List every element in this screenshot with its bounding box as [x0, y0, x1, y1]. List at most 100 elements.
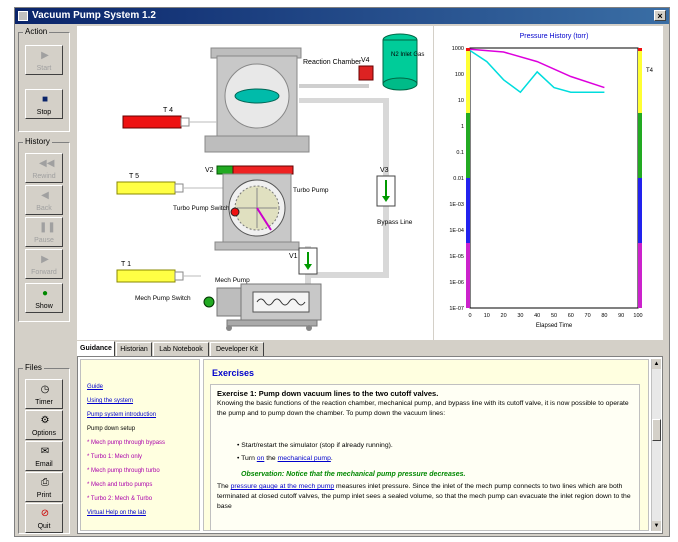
scroll-up-icon[interactable]: ▲: [652, 359, 661, 369]
link-mechanical-pump[interactable]: mechanical pump: [277, 455, 331, 462]
y-tick-label: 1E-03: [449, 202, 464, 208]
tab-guidance[interactable]: Guidance: [77, 341, 115, 356]
stop-button[interactable]: ■ Stop: [25, 89, 63, 119]
y-tick-label: 1E-04: [449, 228, 464, 234]
y-tick-label: 100: [455, 72, 464, 78]
reaction-chamber-label: Reaction Chamber: [303, 59, 362, 66]
turbo-switch[interactable]: [230, 207, 240, 217]
vacuum-system-diagram: Reaction Chamber V4 N2 Inlet Gas T 4 T 5…: [77, 26, 433, 340]
exercise-paragraph-2: The pressure gauge at the mech pump meas…: [217, 482, 633, 512]
x-tick-label: 90: [618, 313, 624, 319]
gas-cylinder: [382, 39, 418, 85]
left-band: [466, 243, 470, 308]
pipe-v4: [299, 84, 369, 88]
left-band: [466, 178, 470, 243]
link-pressure-gauge[interactable]: pressure gauge at the mech pump: [230, 483, 335, 490]
history-frame: History ◀◀ Rewind ◀ Back ❚❚ Pause ▶ Forw…: [18, 137, 70, 322]
y-tick-label: 0.01: [453, 176, 464, 182]
window-title: Vacuum Pump System 1.2: [32, 10, 156, 21]
series-line-2: [469, 48, 605, 89]
rewind-button[interactable]: ◀◀ Rewind: [25, 153, 63, 183]
timer-button[interactable]: ◷ Timer: [25, 379, 63, 409]
para2-pre: The: [217, 483, 231, 490]
bullet-2-mid: the: [264, 455, 278, 462]
nav-sub-item[interactable]: * Turbo 2: Mech & Turbo: [87, 496, 153, 502]
nav-link-guide[interactable]: Guide: [87, 384, 104, 390]
play-icon: ▶: [41, 50, 49, 61]
left-band: [466, 48, 470, 113]
mech-switch[interactable]: [203, 296, 215, 308]
mech-motor: [216, 287, 242, 317]
bullet-2: • Turn on the mechanical pump.: [237, 455, 333, 462]
para2-post: measures inlet pressure. Since the inlet…: [217, 483, 631, 510]
v3-label: V3: [380, 167, 389, 174]
gauge-t5-connector: [174, 183, 184, 193]
scroll-down-icon[interactable]: ▼: [652, 521, 661, 531]
x-tick-label: 40: [534, 313, 540, 319]
gauge-t5-label: T 5: [129, 173, 139, 180]
x-tick-label: 70: [585, 313, 591, 319]
pause-icon: ❚❚: [39, 222, 56, 233]
exercise-title: Exercise 1: Pump down vacuum lines to th…: [217, 389, 439, 398]
quit-button[interactable]: ⊘ Quit: [25, 503, 63, 533]
clock-icon: ◷: [40, 384, 50, 395]
v2-valve[interactable]: [216, 165, 234, 175]
y-tick-label: 1: [461, 124, 464, 130]
right-band: [638, 243, 642, 308]
scroll-thumb[interactable]: [652, 419, 661, 441]
nav-link-help[interactable]: Virtual Help on the lab: [87, 510, 146, 516]
link-on[interactable]: on: [256, 455, 265, 462]
gauge-t1-bar: [116, 269, 176, 283]
action-frame-title: Action: [23, 27, 50, 36]
options-button[interactable]: ⚙ Options: [25, 410, 63, 440]
mech-wheel-left: [226, 325, 232, 331]
files-frame: Files ◷ Timer ⚙ Options ✉ Email ⎙ Print …: [18, 363, 70, 534]
nav-sub-item[interactable]: * Turbo 1: Mech only: [87, 454, 143, 460]
v4-valve[interactable]: [358, 65, 374, 81]
gauge-t4-bar: [122, 115, 182, 129]
chart-svg: Pressure History (torr)10001001010.10.01…: [449, 33, 653, 329]
bullet-1-text: Start/restart the simulator (stop if alr…: [241, 442, 393, 449]
nav-sub-item[interactable]: * Mech pump through bypass: [87, 440, 166, 446]
x-tick-label: 80: [601, 313, 607, 319]
nav-sub-item[interactable]: * Mech pump through turbo: [87, 468, 160, 474]
v1-label: V1: [289, 253, 298, 260]
envelope-icon: ✉: [40, 446, 50, 457]
nav-link-using-system[interactable]: Using the system: [87, 398, 134, 404]
y-tick-label: 1E-06: [449, 280, 464, 286]
right-band-top: [638, 48, 642, 51]
print-button[interactable]: ⎙ Print: [25, 472, 63, 502]
gear-icon: ⚙: [40, 415, 50, 426]
history-frame-title: History: [23, 137, 52, 146]
nav-sub-item[interactable]: * Mech and turbo pumps: [87, 482, 153, 488]
chamber-base-flange: [204, 135, 310, 153]
start-button[interactable]: ▶ Start: [25, 45, 63, 75]
wafer-shape: [234, 88, 280, 104]
back-button[interactable]: ◀ Back: [25, 185, 63, 215]
back-icon: ◀: [41, 190, 49, 201]
y-tick-label: 1E-05: [449, 254, 464, 260]
printer-icon: ⎙: [41, 477, 49, 488]
gauge-t4-label: T 4: [163, 107, 173, 114]
show-button[interactable]: ● Show: [25, 283, 63, 313]
v2-label: V2: [205, 167, 214, 174]
title-bar: Vacuum Pump System 1.2 ×: [15, 8, 669, 24]
pipe-bypass-bottom: [307, 272, 389, 278]
nav-link-intro[interactable]: Pump system introduction: [87, 412, 157, 418]
gas-label: N2 Inlet Gas: [391, 52, 424, 58]
close-icon[interactable]: ×: [654, 10, 666, 21]
y-tick-label: 1E-07: [449, 306, 464, 312]
forward-button[interactable]: ▶ Forward: [25, 249, 63, 279]
tab-lab-notebook[interactable]: Lab Notebook: [153, 342, 209, 356]
app-window: Vacuum Pump System 1.2 × Action ▶ Start …: [14, 7, 670, 537]
gas-cylinder-bottom: [382, 77, 418, 91]
tab-developer-kit[interactable]: Developer Kit: [210, 342, 264, 356]
pause-button[interactable]: ❚❚ Pause: [25, 217, 63, 247]
observation-text: Observation: Notice that the mechanical …: [241, 471, 466, 478]
bypass-line-label: Bypass Line: [377, 219, 413, 226]
tab-historian[interactable]: Historian: [116, 342, 152, 356]
v3-arrowhead: [382, 196, 390, 202]
exercise-box: Exercise 1: Pump down vacuum lines to th…: [210, 384, 640, 530]
content-scrollbar[interactable]: ▲ ▼: [651, 359, 661, 531]
email-button[interactable]: ✉ Email: [25, 441, 63, 471]
